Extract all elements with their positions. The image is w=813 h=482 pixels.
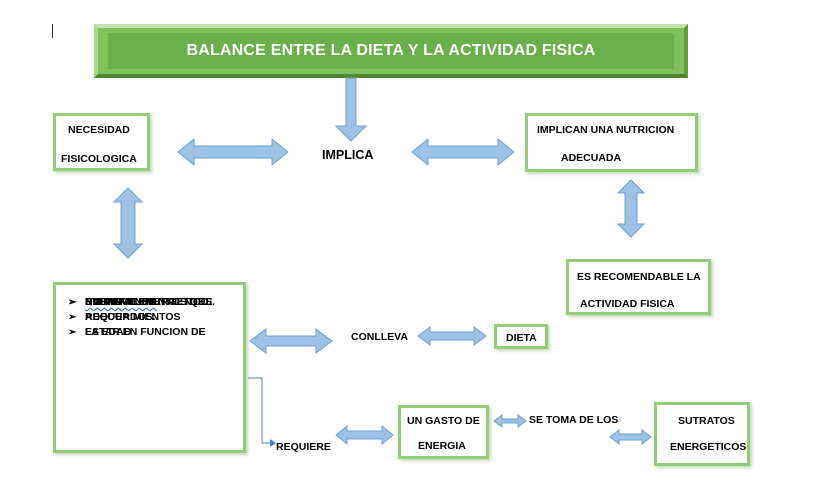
down-arrow-icon [334,77,368,142]
list-item-continuation: LA EDAD [85,326,132,338]
recomendable-line2: ACTIVIDAD FISICA [580,298,675,310]
requirements-list: ➢BUENA HIDRATACION . ➢BALANCE ENERGETICO… [68,296,216,338]
requiere-label: REQUIERE [276,441,331,453]
dieta-box: DIETA [494,324,548,349]
gasto-line2: ENERGIA [418,440,466,452]
vertical-double-arrow-icon [616,179,646,238]
requirements-box: ➢BUENA HIDRATACION . ➢BALANCE ENERGETICO… [53,282,246,453]
gasto-box: UN GASTO DE ENERGIA [398,405,489,459]
list-item-continuation: ADECUADOS. [85,311,156,323]
double-arrow-icon [177,137,289,167]
bullet-arrow-icon: ➢ [68,297,77,308]
sutratos-box: SUTRATOS ENERGETICOS [654,402,750,466]
necesidad-line2: FISICOLOGICA [61,153,137,165]
connector-arrowhead-icon [270,439,276,447]
title-text: BALANCE ENTRE LA DIETA Y LA ACTIVIDAD FI… [108,33,674,69]
recomendable-box: ES RECOMENDABLE LA ACTIVIDAD FISICA [566,259,711,315]
double-arrow-icon [335,424,394,446]
gasto-line1: UN GASTO DE [407,415,480,427]
conlleva-label: CONLLEVA [351,331,408,343]
title-banner: BALANCE ENTRE LA DIETA Y LA ACTIVIDAD FI… [94,24,688,78]
nutricion-line2: ADECUADA [561,152,622,164]
necesidad-box: NECESIDAD FISICOLOGICA [53,113,150,171]
bullet-arrow-icon: ➢ [68,327,77,338]
vertical-double-arrow-icon [112,187,144,259]
nutricion-box: IMPLICAN UNA NUTRICION ADECUADA [525,113,698,172]
double-arrow-icon [249,328,333,354]
spellcheck-word: HIDRATACION [85,296,157,308]
double-arrow-icon [493,414,527,428]
bullet-arrow-icon: ➢ [68,297,77,308]
sutratos-line1: SUTRATOS [678,415,735,427]
recomendable-line1: ES RECOMENDABLE LA [577,271,701,283]
text-cursor [52,24,53,38]
bullet-arrow-icon: ➢ [68,297,77,308]
double-arrow-icon [609,428,652,446]
nutricion-line1: IMPLICAN UNA NUTRICION [537,124,675,136]
double-arrow-icon [411,137,515,167]
sutratos-line2: ENERGETICOS [670,441,747,453]
implica-label: IMPLICA [322,148,374,162]
bullet-arrow-icon: ➢ [68,312,77,323]
dieta-label: DIETA [506,332,537,344]
connector-line [248,377,270,444]
list-item-continuation: NO TIENEN NUTRIENTES. [85,296,216,308]
se-toma-label: SE TOMA DE LOS [529,414,619,426]
double-arrow-icon [417,326,487,346]
necesidad-line1: NECESIDAD [68,124,130,136]
